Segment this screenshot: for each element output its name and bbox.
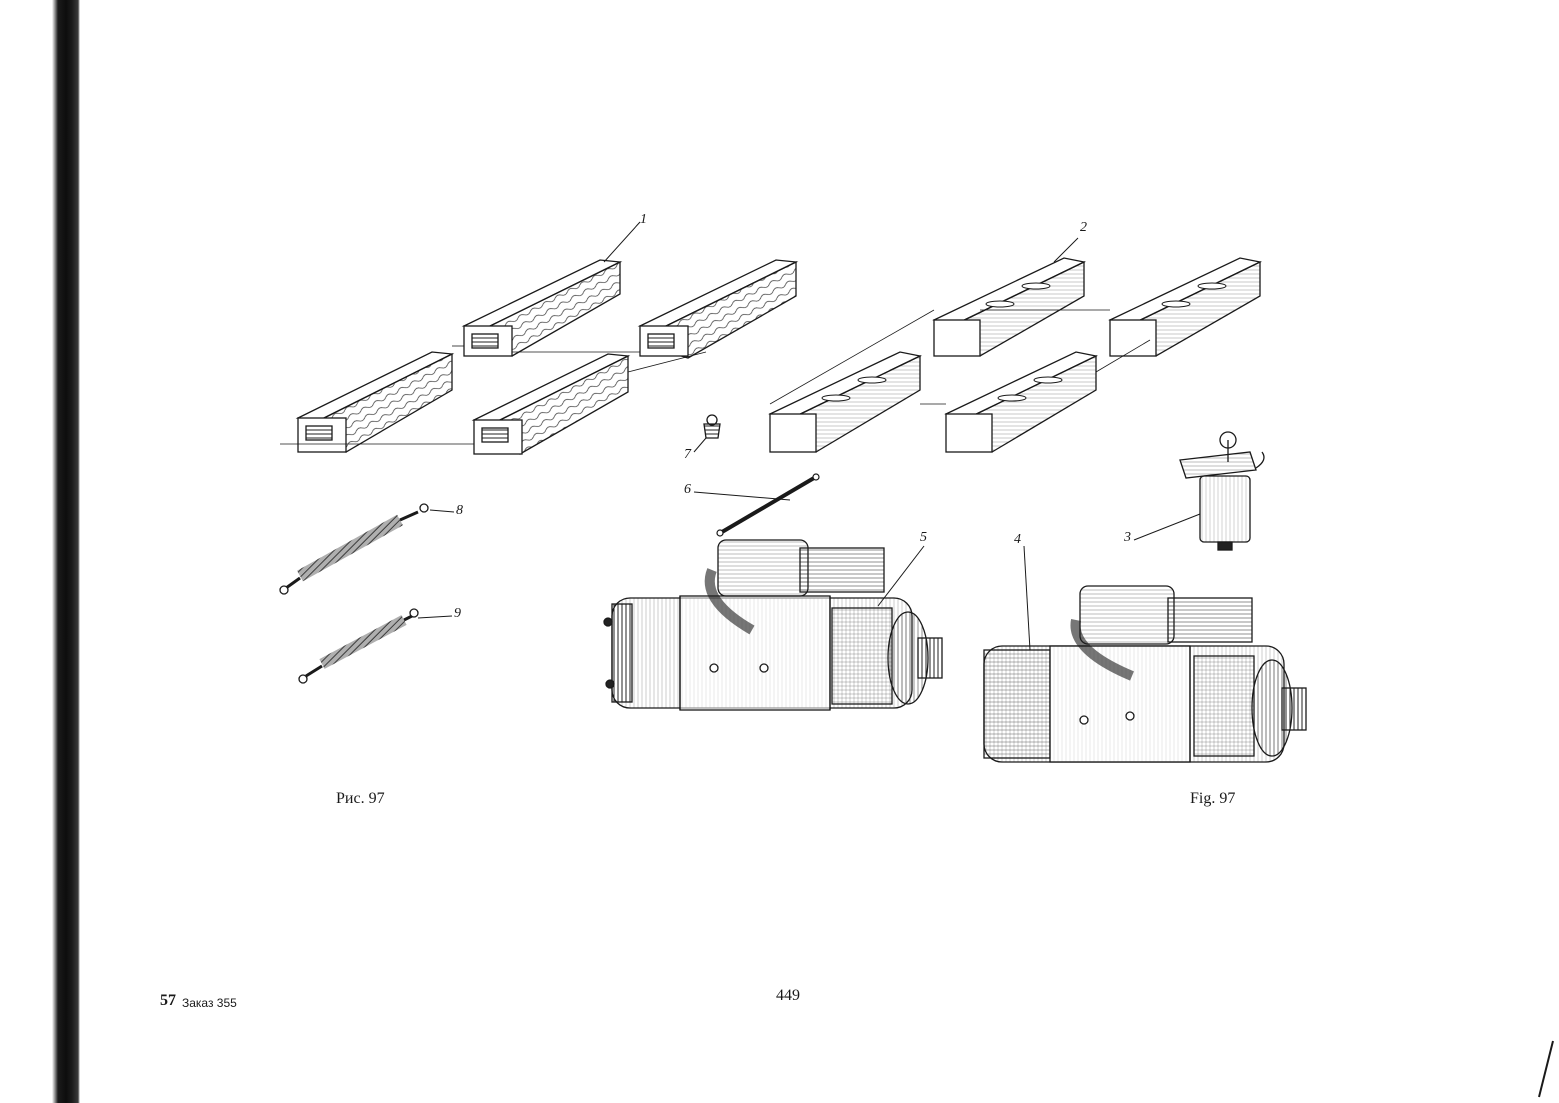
callout-4: 4 bbox=[1014, 532, 1021, 547]
callout-5: 5 bbox=[920, 530, 927, 545]
braided-cable-short bbox=[298, 608, 453, 684]
starter-motor-left bbox=[603, 539, 943, 711]
page-number: 449 bbox=[776, 987, 800, 1004]
relay-canister bbox=[1133, 431, 1265, 551]
binding-edge bbox=[0, 0, 80, 1103]
callout-3: 3 bbox=[1124, 530, 1131, 545]
sheet-number: 57 bbox=[160, 992, 176, 1009]
figure-caption-english: Fig. 97 bbox=[1190, 790, 1236, 807]
mounting-bar-set bbox=[768, 257, 1263, 453]
starter-motor-right bbox=[983, 545, 1307, 763]
edge-mark bbox=[1538, 1040, 1554, 1098]
callout-7: 7 bbox=[684, 447, 691, 462]
callout-9: 9 bbox=[454, 606, 461, 621]
terminal-clip bbox=[693, 414, 721, 453]
braided-cable-long bbox=[279, 503, 455, 595]
leader-line-2 bbox=[1053, 237, 1079, 263]
short-cable bbox=[693, 473, 820, 537]
callout-8: 8 bbox=[456, 503, 463, 518]
figure-caption-russian: Рис. 97 bbox=[336, 790, 385, 807]
callout-2: 2 bbox=[1080, 220, 1087, 235]
callout-6: 6 bbox=[684, 482, 691, 497]
order-label: Заказ 355 bbox=[182, 996, 237, 1010]
callout-1: 1 bbox=[640, 212, 647, 227]
wooden-bar-set bbox=[280, 259, 799, 455]
leader-line-1 bbox=[603, 221, 641, 263]
